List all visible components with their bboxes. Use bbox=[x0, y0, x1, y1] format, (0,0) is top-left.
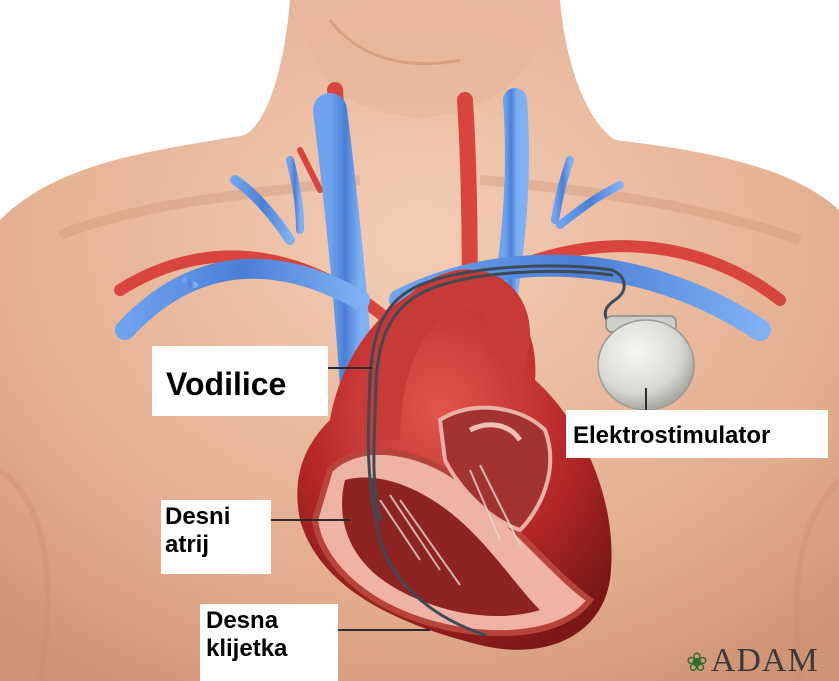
watermark-text: ADAM bbox=[711, 642, 819, 679]
label-right-ventricle-line1: Desna bbox=[206, 607, 338, 635]
adam-watermark: ❀ADAM bbox=[686, 642, 819, 680]
label-right-atrium-line1: Desni bbox=[165, 503, 271, 531]
label-right-atrium: Desni atrij bbox=[161, 500, 271, 574]
label-leads-text: Vodilice bbox=[166, 366, 328, 404]
label-right-ventricle-line2: klijetka bbox=[206, 635, 338, 663]
label-leads: Vodilice bbox=[152, 346, 328, 416]
label-pacemaker-text: Elektrostimulator bbox=[573, 422, 828, 450]
label-right-ventricle: Desna klijetka bbox=[200, 604, 338, 681]
label-pacemaker: Elektrostimulator bbox=[566, 410, 828, 458]
label-right-atrium-line2: atrij bbox=[165, 531, 271, 559]
leaf-icon: ❀ bbox=[686, 648, 709, 677]
